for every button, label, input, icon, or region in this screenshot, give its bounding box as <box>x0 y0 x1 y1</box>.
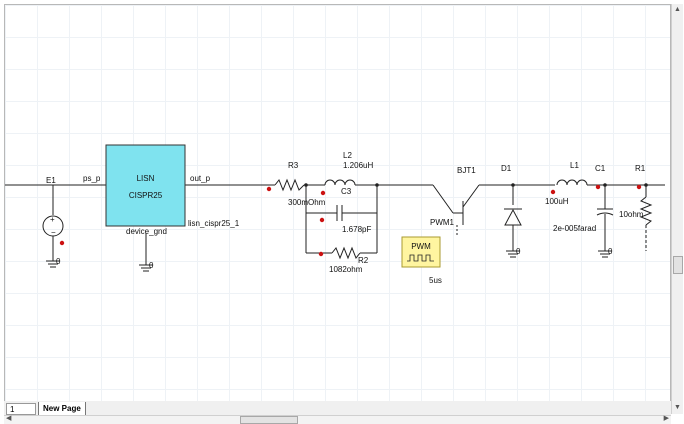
horizontal-scroll-thumb[interactable] <box>240 416 298 424</box>
junction-dot <box>511 183 515 187</box>
label-r2-value: 1082ohm <box>329 265 363 274</box>
schematic-canvas[interactable]: + − LISN CISPR25 PWM E1 0 ps_p out_p dev… <box>4 4 671 402</box>
label-ground: 0 <box>516 247 521 256</box>
label-ground: 0 <box>149 261 154 270</box>
pulse-wave-icon <box>407 254 434 262</box>
resistor-icon[interactable] <box>274 178 305 192</box>
vertical-scroll-thumb[interactable] <box>673 256 683 274</box>
label-c3-value: 1.678pF <box>342 225 371 234</box>
label-ground: 0 <box>56 257 61 266</box>
inductor-icon[interactable] <box>324 179 356 186</box>
junction-dot <box>304 183 308 187</box>
label-e1: E1 <box>46 176 56 185</box>
page-tab-bar: 1 New Page ◀ ▶ <box>4 401 671 424</box>
label-r3-value: 300mOhm <box>288 198 326 207</box>
label-r2: R2 <box>358 256 369 265</box>
probe-dot[interactable] <box>550 189 556 195</box>
label-l2: L2 <box>343 151 352 160</box>
lisn-block[interactable] <box>105 144 186 227</box>
lisn-model: CISPR25 <box>129 191 163 200</box>
label-c3: C3 <box>341 187 352 196</box>
scroll-up-icon[interactable]: ▲ <box>674 6 681 13</box>
minus-sign: − <box>51 228 56 237</box>
scroll-down-icon[interactable]: ▼ <box>674 404 681 411</box>
label-c1-value: 2e-005farad <box>553 224 596 233</box>
page-tab[interactable]: New Page <box>38 402 86 416</box>
resistor-icon[interactable] <box>639 196 653 226</box>
label-r3: R3 <box>288 161 299 170</box>
probe-dot[interactable] <box>266 186 272 192</box>
label-l1: L1 <box>570 161 579 170</box>
label-l1-value: 100uH <box>545 197 569 206</box>
probe-dot[interactable] <box>320 190 326 196</box>
junction-dot <box>603 183 607 187</box>
label-c1: C1 <box>595 164 606 173</box>
junction-dot <box>375 183 379 187</box>
label-out-p: out_p <box>190 174 211 183</box>
page-number-field[interactable]: 1 <box>6 403 36 415</box>
probe-dot[interactable] <box>319 217 325 223</box>
label-r1: R1 <box>635 164 646 173</box>
label-pwm1: PWM1 <box>430 218 455 227</box>
label-lisn-ref: lisn_cispr25_1 <box>188 219 240 228</box>
pwm-title: PWM <box>411 242 431 251</box>
probe-dot[interactable] <box>318 251 324 257</box>
horizontal-scrollbar[interactable]: ◀ ▶ <box>4 415 671 424</box>
lisn-name: LISN <box>137 174 155 183</box>
vertical-scrollbar[interactable]: ▲ ▼ <box>671 4 683 414</box>
plus-sign: + <box>50 215 55 224</box>
probe-dot[interactable] <box>59 240 65 246</box>
label-bjt1: BJT1 <box>457 166 476 175</box>
label-d1: D1 <box>501 164 512 173</box>
schematic-drawing: + − LISN CISPR25 PWM E1 0 ps_p out_p dev… <box>5 144 665 285</box>
pwm-source-block[interactable] <box>401 236 441 268</box>
junction-dot <box>644 183 648 187</box>
label-l2-value: 1.206uH <box>343 161 373 170</box>
resistor-icon[interactable] <box>331 246 361 260</box>
scroll-left-icon[interactable]: ◀ <box>6 415 12 422</box>
transistor-icon[interactable] <box>432 184 454 214</box>
probe-dot[interactable] <box>595 184 601 190</box>
label-ground: 0 <box>608 247 613 256</box>
label-r1-value: 10ohm <box>619 210 644 219</box>
label-pwm-value: 5us <box>429 276 442 285</box>
scroll-right-icon[interactable]: ▶ <box>663 415 669 422</box>
diode-icon[interactable] <box>504 208 522 226</box>
probe-dot[interactable] <box>636 184 642 190</box>
label-ps-p: ps_p <box>83 174 101 183</box>
label-device-gnd: device_gnd <box>126 227 167 236</box>
inductor-icon[interactable] <box>556 179 588 186</box>
